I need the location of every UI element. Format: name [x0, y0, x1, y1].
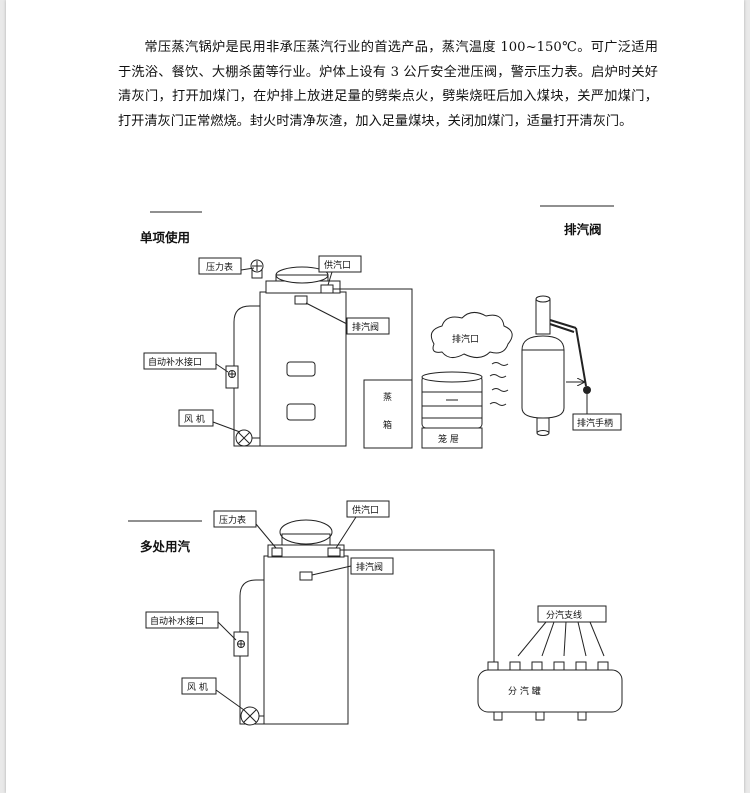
label-pressure-gauge-2: 压力表: [219, 514, 246, 526]
pressure-gauge-2: [271, 547, 283, 557]
label-fan-2: 风 机: [187, 681, 208, 693]
steam-supply-port-2: [327, 547, 341, 557]
label-branch-line: 分汽支线: [546, 609, 582, 621]
label-exhaust-valve-2: 排汽阀: [356, 561, 383, 573]
boiler-diagrams: 单项使用 排汽阀: [128, 205, 623, 726]
label-distributor: 分 汽 罐: [508, 685, 541, 697]
label-steam-box-1: 蒸: [383, 391, 392, 403]
label-exhaust-handle: 排汽手柄: [577, 417, 613, 429]
section-title-multi: 多处用汽: [140, 539, 191, 554]
label-steam-supply-1: 供汽口: [324, 259, 351, 271]
label-water-inlet-1: 自动补水接口: [148, 356, 202, 368]
document-page: 常压蒸汽锅炉是民用非承压蒸汽行业的首选产品，蒸汽温度 100~150℃。可广泛适…: [6, 0, 744, 793]
ash-door-1: [286, 403, 316, 421]
diagram-multi-use: 多处用汽 压力表: [128, 500, 623, 726]
label-pressure-gauge-1: 压力表: [206, 261, 233, 273]
label-cloud-outlet: 排汽口: [452, 333, 479, 345]
exhaust-valve-unit: [521, 295, 591, 436]
boiler-1: [225, 259, 347, 447]
steam-distributor: 分 汽 罐: [477, 661, 623, 721]
intro-paragraph: 常压蒸汽锅炉是民用非承压蒸汽行业的首选产品，蒸汽温度 100~150℃。可广泛适…: [118, 40, 658, 129]
label-fan-1: 风 机: [184, 413, 205, 425]
exhaust-valve-1: [294, 295, 308, 305]
steam-pipe-1: [333, 288, 413, 380]
diagram-single-use: 单项使用 排汽阀: [140, 205, 622, 449]
label-water-inlet-2: 自动补水接口: [150, 615, 204, 627]
steam-pipe-2: [340, 549, 495, 662]
steam-cloud: [430, 312, 513, 358]
steamer: 笼 屉: [421, 371, 483, 449]
steam-box: [363, 379, 413, 449]
boiler-2: [233, 519, 349, 726]
steam-supply-port-1: [320, 284, 334, 294]
label-steam-box-2: 箱: [383, 419, 392, 431]
exhaust-valve-2: [299, 571, 313, 581]
label-exhaust-valve-1: 排汽阀: [352, 321, 379, 333]
exhaust-valve-title: 排汽阀: [564, 222, 602, 237]
section-title-single: 单项使用: [140, 230, 190, 245]
label-steamer: 笼 屉: [438, 433, 459, 445]
label-steam-supply-2: 供汽口: [352, 504, 379, 516]
coal-door-1: [286, 361, 316, 377]
